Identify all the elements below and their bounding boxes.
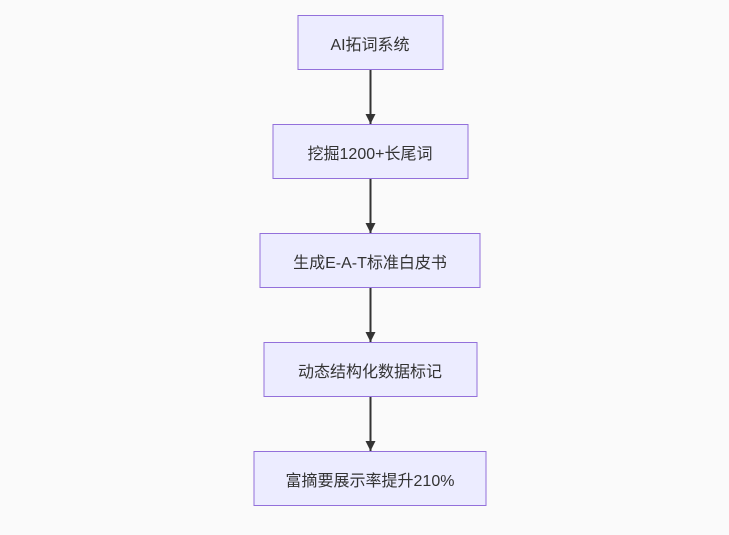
arrowhead-down-icon	[365, 332, 375, 342]
flow-arrow-2	[365, 179, 375, 233]
arrowhead-down-icon	[365, 441, 375, 451]
arrowhead-down-icon	[365, 223, 375, 233]
flowchart: AI拓词系统 挖掘1200+长尾词 生成E-A-T标准白皮书 动态结构化数据标记…	[253, 15, 487, 506]
flow-arrow-1	[365, 70, 375, 124]
flow-node-longtail-mining: 挖掘1200+长尾词	[272, 124, 468, 179]
flow-node-ai-keyword-system: AI拓词系统	[297, 15, 443, 70]
flow-node-label: 生成E-A-T标准白皮书	[293, 254, 447, 272]
flow-node-label: 动态结构化数据标记	[297, 363, 442, 381]
arrowhead-down-icon	[365, 114, 375, 124]
flow-arrow-3	[365, 288, 375, 342]
flow-node-label: 挖掘1200+长尾词	[307, 145, 433, 163]
flow-node-structured-data-markup: 动态结构化数据标记	[263, 342, 477, 397]
flow-node-label: 富摘要展示率提升210%	[285, 472, 455, 490]
flow-arrow-4	[365, 397, 375, 451]
flow-node-rich-snippet-result: 富摘要展示率提升210%	[253, 451, 487, 506]
flow-node-eat-whitepaper: 生成E-A-T标准白皮书	[259, 233, 481, 288]
flow-node-label: AI拓词系统	[330, 36, 410, 54]
